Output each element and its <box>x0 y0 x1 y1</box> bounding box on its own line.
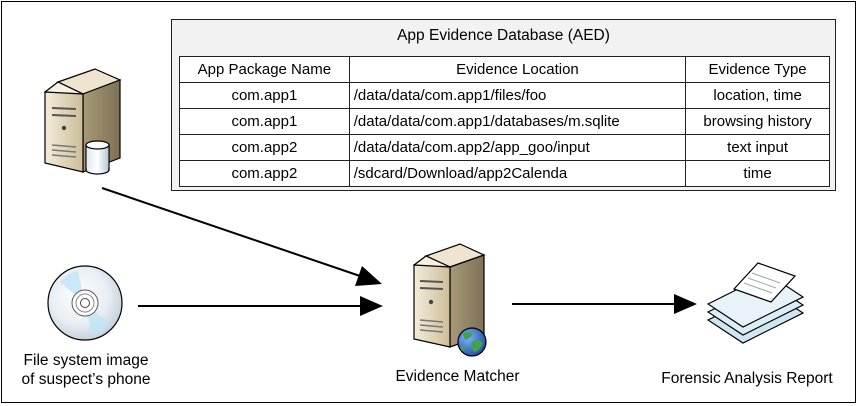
server-globe-icon <box>412 243 487 357</box>
database-cylinder-icon <box>85 140 110 175</box>
cell-package: com.app1 <box>179 82 350 109</box>
column-header-type: Evidence Type <box>685 56 830 83</box>
cell-location: /sdcard/Download/app2Calenda <box>348 160 687 187</box>
disc-icon <box>47 265 123 341</box>
arrow-db-to-matcher <box>101 187 382 286</box>
aed-header-row: App Package Name Evidence Location Evide… <box>179 56 830 83</box>
column-header-location: Evidence Location <box>348 56 687 83</box>
cell-package: com.app2 <box>179 134 350 161</box>
cell-type: browsing history <box>685 108 830 135</box>
document-stack-icon <box>706 262 805 344</box>
forensic-report-label: Forensic Analysis Report <box>661 370 833 387</box>
table-row: com.app2 /data/data/com.app2/app_goo/inp… <box>179 134 830 161</box>
evidence-matcher-label: Evidence Matcher <box>395 368 520 385</box>
aed-panel: App Evidence Database (AED) App Package … <box>171 19 836 191</box>
cell-package: com.app1 <box>179 108 350 135</box>
arrow-image-to-matcher <box>138 296 383 316</box>
cell-location: /data/data/com.app1/files/foo <box>348 82 687 109</box>
cell-type: time <box>685 160 830 187</box>
table-row: com.app1 /data/data/com.app1/files/foo l… <box>179 82 830 109</box>
file-system-image-label: File system image of suspect’s phone <box>4 351 168 389</box>
aed-title: App Evidence Database (AED) <box>397 27 610 44</box>
cell-package: com.app2 <box>179 160 350 187</box>
aed-table: App Package Name Evidence Location Evide… <box>179 56 830 187</box>
cell-type: location, time <box>685 82 830 109</box>
globe-icon <box>457 327 487 357</box>
table-row: com.app1 /data/data/com.app1/databases/m… <box>179 108 830 135</box>
arrow-matcher-to-report <box>512 294 697 314</box>
file-system-image-label-line1: File system image <box>23 352 149 369</box>
cell-type: text input <box>685 134 830 161</box>
database-server-icon <box>43 68 122 175</box>
cell-location: /data/data/com.app1/databases/m.sqlite <box>348 108 687 135</box>
file-system-image-label-line2: of suspect’s phone <box>21 371 151 388</box>
table-row: com.app2 /sdcard/Download/app2Calenda ti… <box>179 160 830 187</box>
column-header-package: App Package Name <box>179 56 350 83</box>
cell-location: /data/data/com.app2/app_goo/input <box>348 134 687 161</box>
